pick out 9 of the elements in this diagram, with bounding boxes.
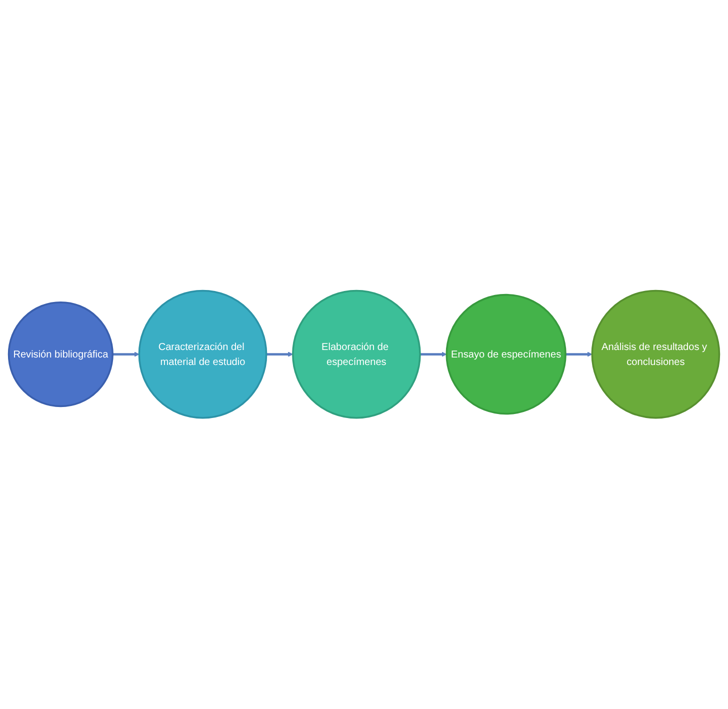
arrow: [112, 352, 140, 358]
step-circle: Análisis de resultados y conclusiones: [591, 290, 720, 419]
arrow: [266, 352, 294, 358]
arrow: [420, 352, 447, 358]
arrow: [566, 352, 592, 358]
step-circle: Elaboración de especímenes: [292, 290, 421, 419]
step-circle: Ensayo de especímenes: [446, 294, 566, 415]
step-circle: Caracterización del material de estudio: [138, 290, 268, 419]
step-circle: Revisión bibliográfica: [8, 302, 114, 408]
